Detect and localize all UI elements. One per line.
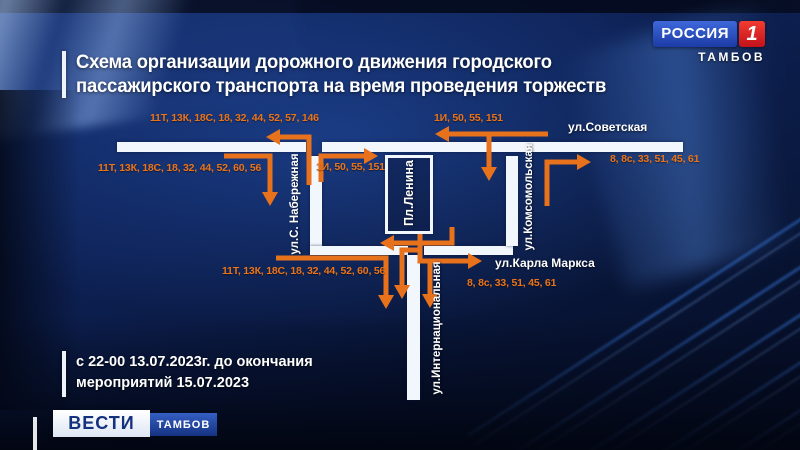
title-line-1: Схема организации дорожного движения гор…: [76, 52, 552, 73]
street-label-sovetskaya: ул.Советская: [568, 120, 648, 134]
channel-number-label: 1: [746, 22, 758, 45]
road-sovetskaya-east: [322, 142, 683, 152]
street-label-karla-marksa: ул.Карла Маркса: [495, 256, 595, 270]
road-sovetskaya-west: [117, 142, 306, 152]
street-label-naberezhnaya: ул.С. Набережная: [289, 153, 301, 255]
arrowhead-left: [435, 126, 449, 142]
road-komsomolskaya: [506, 156, 518, 246]
arrowhead-down: [262, 192, 278, 206]
channel-1-icon: 1: [739, 21, 765, 47]
schedule-line-1: с 22-00 13.07.2023г. до окончания: [76, 354, 313, 370]
street-label-internatsionalnaya: ул.Интернациональная: [431, 261, 443, 395]
route-label-center: 1И, 50, 55, 151: [316, 161, 385, 173]
route-label-top-center: 1И, 50, 55, 151: [434, 112, 503, 124]
vesti-region-label: ТАМБОВ: [156, 418, 211, 431]
arrow-komsomolskaya-north-right: [544, 159, 577, 206]
title-line-2: пассажирского транспорта на время провед…: [76, 76, 607, 97]
schedule-accent-bar: [62, 351, 66, 397]
background-left-shade: [0, 90, 80, 410]
road-square-south-east: [424, 246, 513, 255]
schedule-line-2: мероприятий 15.07.2023: [76, 375, 250, 391]
route-label-left: 11Т, 13К, 18С, 18, 32, 44, 52, 60, 56: [98, 162, 262, 174]
vesti-brand-label: ВЕСТИ: [68, 413, 135, 433]
channel-bug: РОССИЯ 1 ТАМБОВ: [650, 21, 765, 64]
vesti-brand-plate: ВЕСТИ: [53, 410, 150, 437]
background-top-band: [0, 0, 800, 13]
page-title: Схема организации дорожного движения гор…: [76, 51, 606, 99]
schedule-note: с 22-00 13.07.2023г. до окончания меропр…: [76, 352, 313, 394]
arrowhead-right: [577, 154, 591, 170]
arrowhead-right: [468, 253, 482, 269]
vesti-logo: ВЕСТИ ТАМБОВ: [53, 410, 217, 437]
route-label-top-right: 8, 8с, 33, 51, 45, 61: [610, 153, 700, 165]
route-label-bottom-right: 8, 8с, 33, 51, 45, 61: [467, 277, 557, 289]
vesti-corner-bracket: [33, 417, 37, 450]
arrowhead-down: [378, 295, 394, 309]
channel-brand-label: РОССИЯ: [661, 25, 729, 42]
road-internatsionalnaya: [407, 255, 420, 400]
vesti-region-plate: ТАМБОВ: [150, 413, 217, 436]
channel-brand-plate: РОССИЯ: [653, 21, 737, 47]
channel-region-label: ТАМБОВ: [698, 50, 765, 64]
lenin-square-label: Пл.Ленина: [402, 160, 416, 226]
route-label-bottom-left: 11Т, 13К, 18С, 18, 32, 44, 52, 60, 56: [222, 265, 386, 277]
title-accent-bar: [62, 51, 66, 98]
street-label-komsomolskaya: ул.Комсомольская: [523, 143, 535, 251]
route-label-top-left: 11Т, 13К, 18С, 18, 32, 44, 52, 57, 146: [150, 112, 319, 124]
road-square-south-west: [310, 246, 408, 255]
arrowhead-down: [481, 167, 497, 181]
